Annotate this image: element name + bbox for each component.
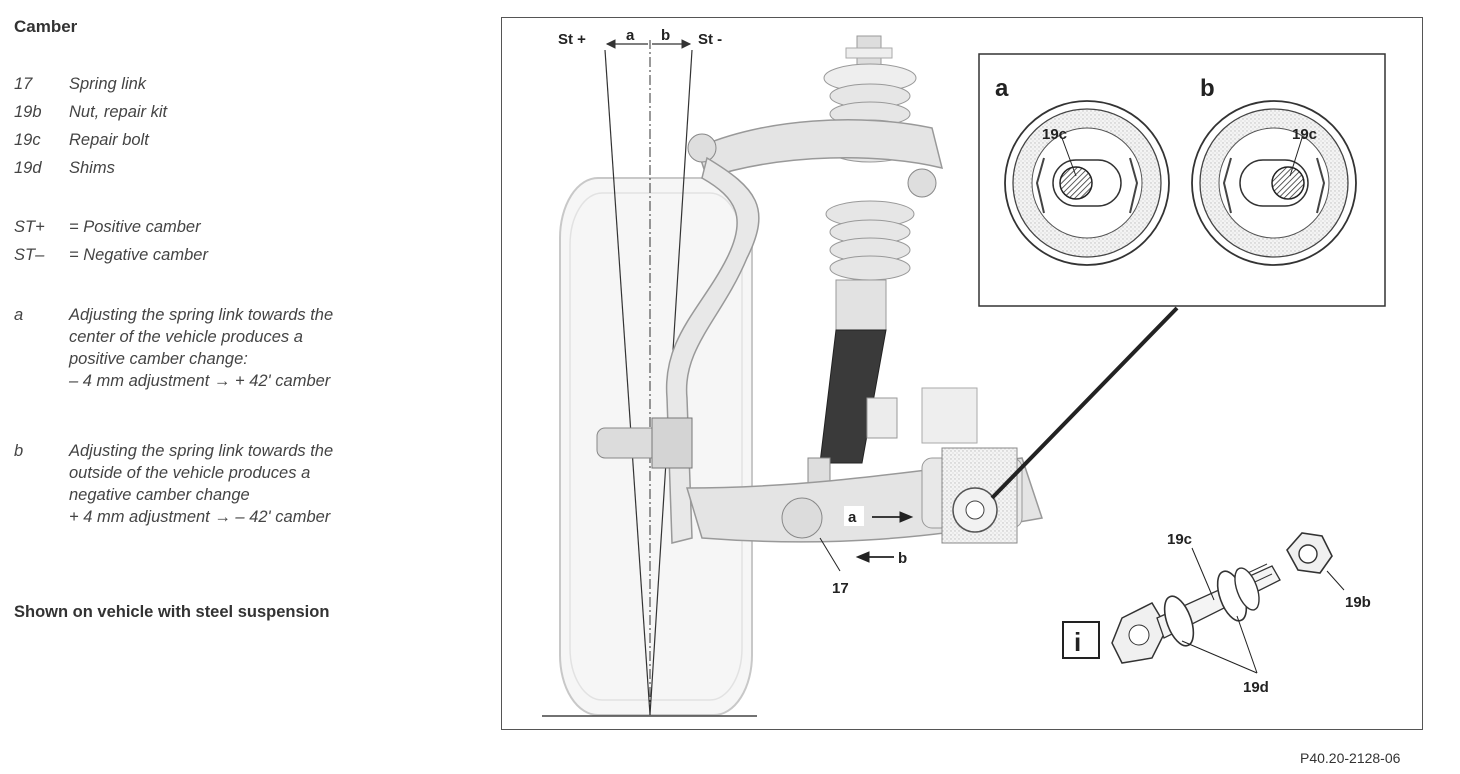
inset-a-label: a (995, 75, 1009, 102)
arrow-b-label: b (898, 550, 907, 567)
label-19b: 19b (1345, 594, 1371, 611)
inset-leader-line (990, 306, 1179, 500)
section-title: Camber (14, 17, 78, 36)
camber-lines (604, 39, 693, 716)
spring-link (685, 387, 1043, 544)
adjust-arrows (819, 511, 914, 572)
angle-a-label: a (626, 27, 635, 44)
inset-detail-b (1191, 100, 1357, 266)
detail-inset (978, 53, 1386, 307)
st-plus-label: St + (558, 31, 586, 48)
shims (1163, 567, 1260, 647)
inset-bolt-a-label: 19c (1042, 126, 1067, 143)
repair-kit (1111, 532, 1345, 674)
camber-def-negative: ST–= Negative camber (14, 246, 208, 264)
figure-id: P40.20-2128-06 (1300, 750, 1401, 766)
figure-frame: St + St - a b (501, 17, 1423, 730)
st-minus-label: St - (698, 31, 722, 48)
repair-nut (1286, 532, 1333, 574)
inset-detail-a (1004, 100, 1170, 266)
label-19c: 19c (1167, 531, 1192, 548)
suspension-diagram: St + St - a b (542, 27, 1386, 717)
angle-b-label: b (661, 27, 670, 44)
repair-bolt (1111, 563, 1281, 664)
camber-def-positive: ST+= Positive camber (14, 218, 201, 236)
arrow-a-bg (844, 506, 864, 526)
arrow-a-label: a (848, 509, 857, 526)
upper-wishbone (687, 119, 944, 198)
inset-b-label: b (1200, 75, 1215, 102)
info-icon: i (1062, 621, 1100, 659)
inset-bolt-b-label: 19c (1292, 126, 1317, 143)
label-19d: 19d (1243, 679, 1269, 696)
strut-assembly (807, 35, 917, 493)
repair-kit-leaders (1181, 547, 1345, 674)
steering-knuckle (596, 156, 760, 544)
shown-on-note: Shown on vehicle with steel suspension (14, 603, 330, 621)
svg-text:i: i (1074, 627, 1081, 657)
label-17: 17 (832, 580, 849, 597)
